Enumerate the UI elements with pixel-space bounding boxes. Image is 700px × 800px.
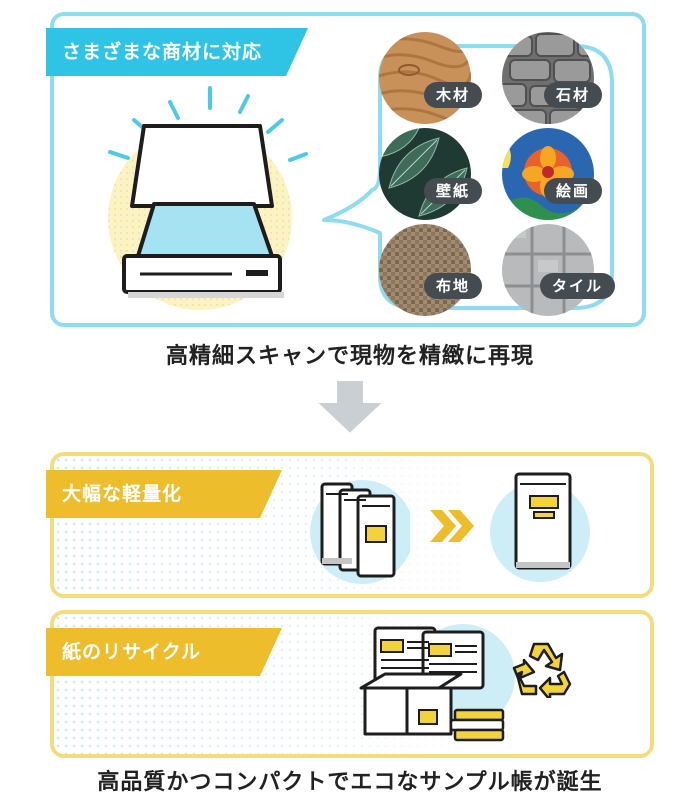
cardboard-box-icon xyxy=(359,672,463,736)
stone-texture-icon xyxy=(502,32,594,124)
material-label-tile: タイル xyxy=(540,273,616,299)
double-chevron-right-icon xyxy=(430,510,474,542)
scanner-icon xyxy=(108,86,308,310)
recycle-icon xyxy=(512,642,572,698)
material-label-fabric: 布地 xyxy=(424,273,483,299)
material-label-wood: 木材 xyxy=(424,82,483,108)
recycle-ribbon-label: 紙のリサイクル xyxy=(62,641,202,663)
materials-ribbon-label: さまざまな商材に対応 xyxy=(62,41,263,63)
single-book-icon xyxy=(490,472,590,582)
footer-caption: 高品質かつコンパクトでエコなサンプル帳が誕生 xyxy=(97,770,603,795)
material-label-wallpaper: 壁紙 xyxy=(424,178,483,204)
materials-ribbon: さまざまな商材に対応 xyxy=(46,28,308,76)
stacked-books-icon xyxy=(310,480,410,584)
materials-caption: 高精細スキャンで現物を精緻に再現 xyxy=(165,344,534,369)
recycle-ribbon: 紙のリサイクル xyxy=(46,628,282,676)
tile-texture-icon xyxy=(502,224,594,316)
fabric-texture-icon xyxy=(379,224,471,316)
down-arrow-icon xyxy=(313,379,387,436)
material-label-stone: 石材 xyxy=(544,82,603,108)
painting-texture-icon xyxy=(502,128,594,220)
paper-documents-icon xyxy=(359,624,515,742)
wood-texture-icon xyxy=(379,32,471,124)
wallpaper-texture-icon xyxy=(379,128,471,220)
material-label-painting: 絵画 xyxy=(544,178,603,204)
lightweight-ribbon-label: 大幅な軽量化 xyxy=(62,483,183,505)
lightweight-ribbon: 大幅な軽量化 xyxy=(46,470,282,518)
